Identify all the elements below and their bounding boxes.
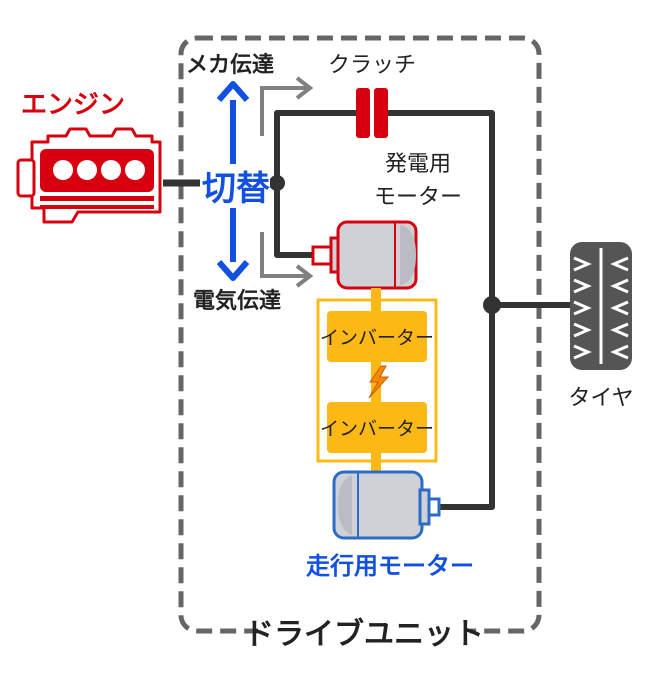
inverter-bottom-label: インバーター — [320, 418, 434, 440]
electrical-transmission-label: 電気伝達 — [193, 288, 281, 314]
switch-node — [269, 175, 285, 191]
drive-unit-label: ドライブユニット — [244, 617, 484, 652]
drive-motor-label: 走行用モーター — [306, 552, 474, 580]
switch-label-bg — [200, 164, 270, 208]
clutch-icon — [356, 88, 388, 138]
inverter-top: インバーター — [320, 311, 434, 362]
tire-node — [483, 296, 501, 314]
switch-label: 切替 — [202, 169, 270, 209]
tire-label: タイヤ — [568, 386, 633, 411]
generator-motor-icon — [311, 220, 418, 290]
inverter-bottom: インバーター — [320, 402, 434, 453]
drive-unit-label-bg — [258, 610, 470, 652]
engine-label: エンジン — [21, 90, 125, 120]
generator-motor-label-line2: モーター — [374, 185, 462, 210]
clutch-label: クラッチ — [328, 53, 416, 78]
engine-icon — [16, 127, 162, 224]
lightning-icon — [368, 365, 390, 399]
mechanical-transmission-label: メカ伝達 — [186, 52, 274, 78]
tire-icon — [570, 242, 632, 370]
gray-arrows — [260, 76, 314, 288]
drive-unit-frame — [178, 35, 542, 634]
drive-motor-icon — [332, 470, 441, 540]
inverter-top-label: インバーター — [320, 327, 434, 349]
generator-motor-label-line1: 発電用 — [385, 152, 451, 177]
